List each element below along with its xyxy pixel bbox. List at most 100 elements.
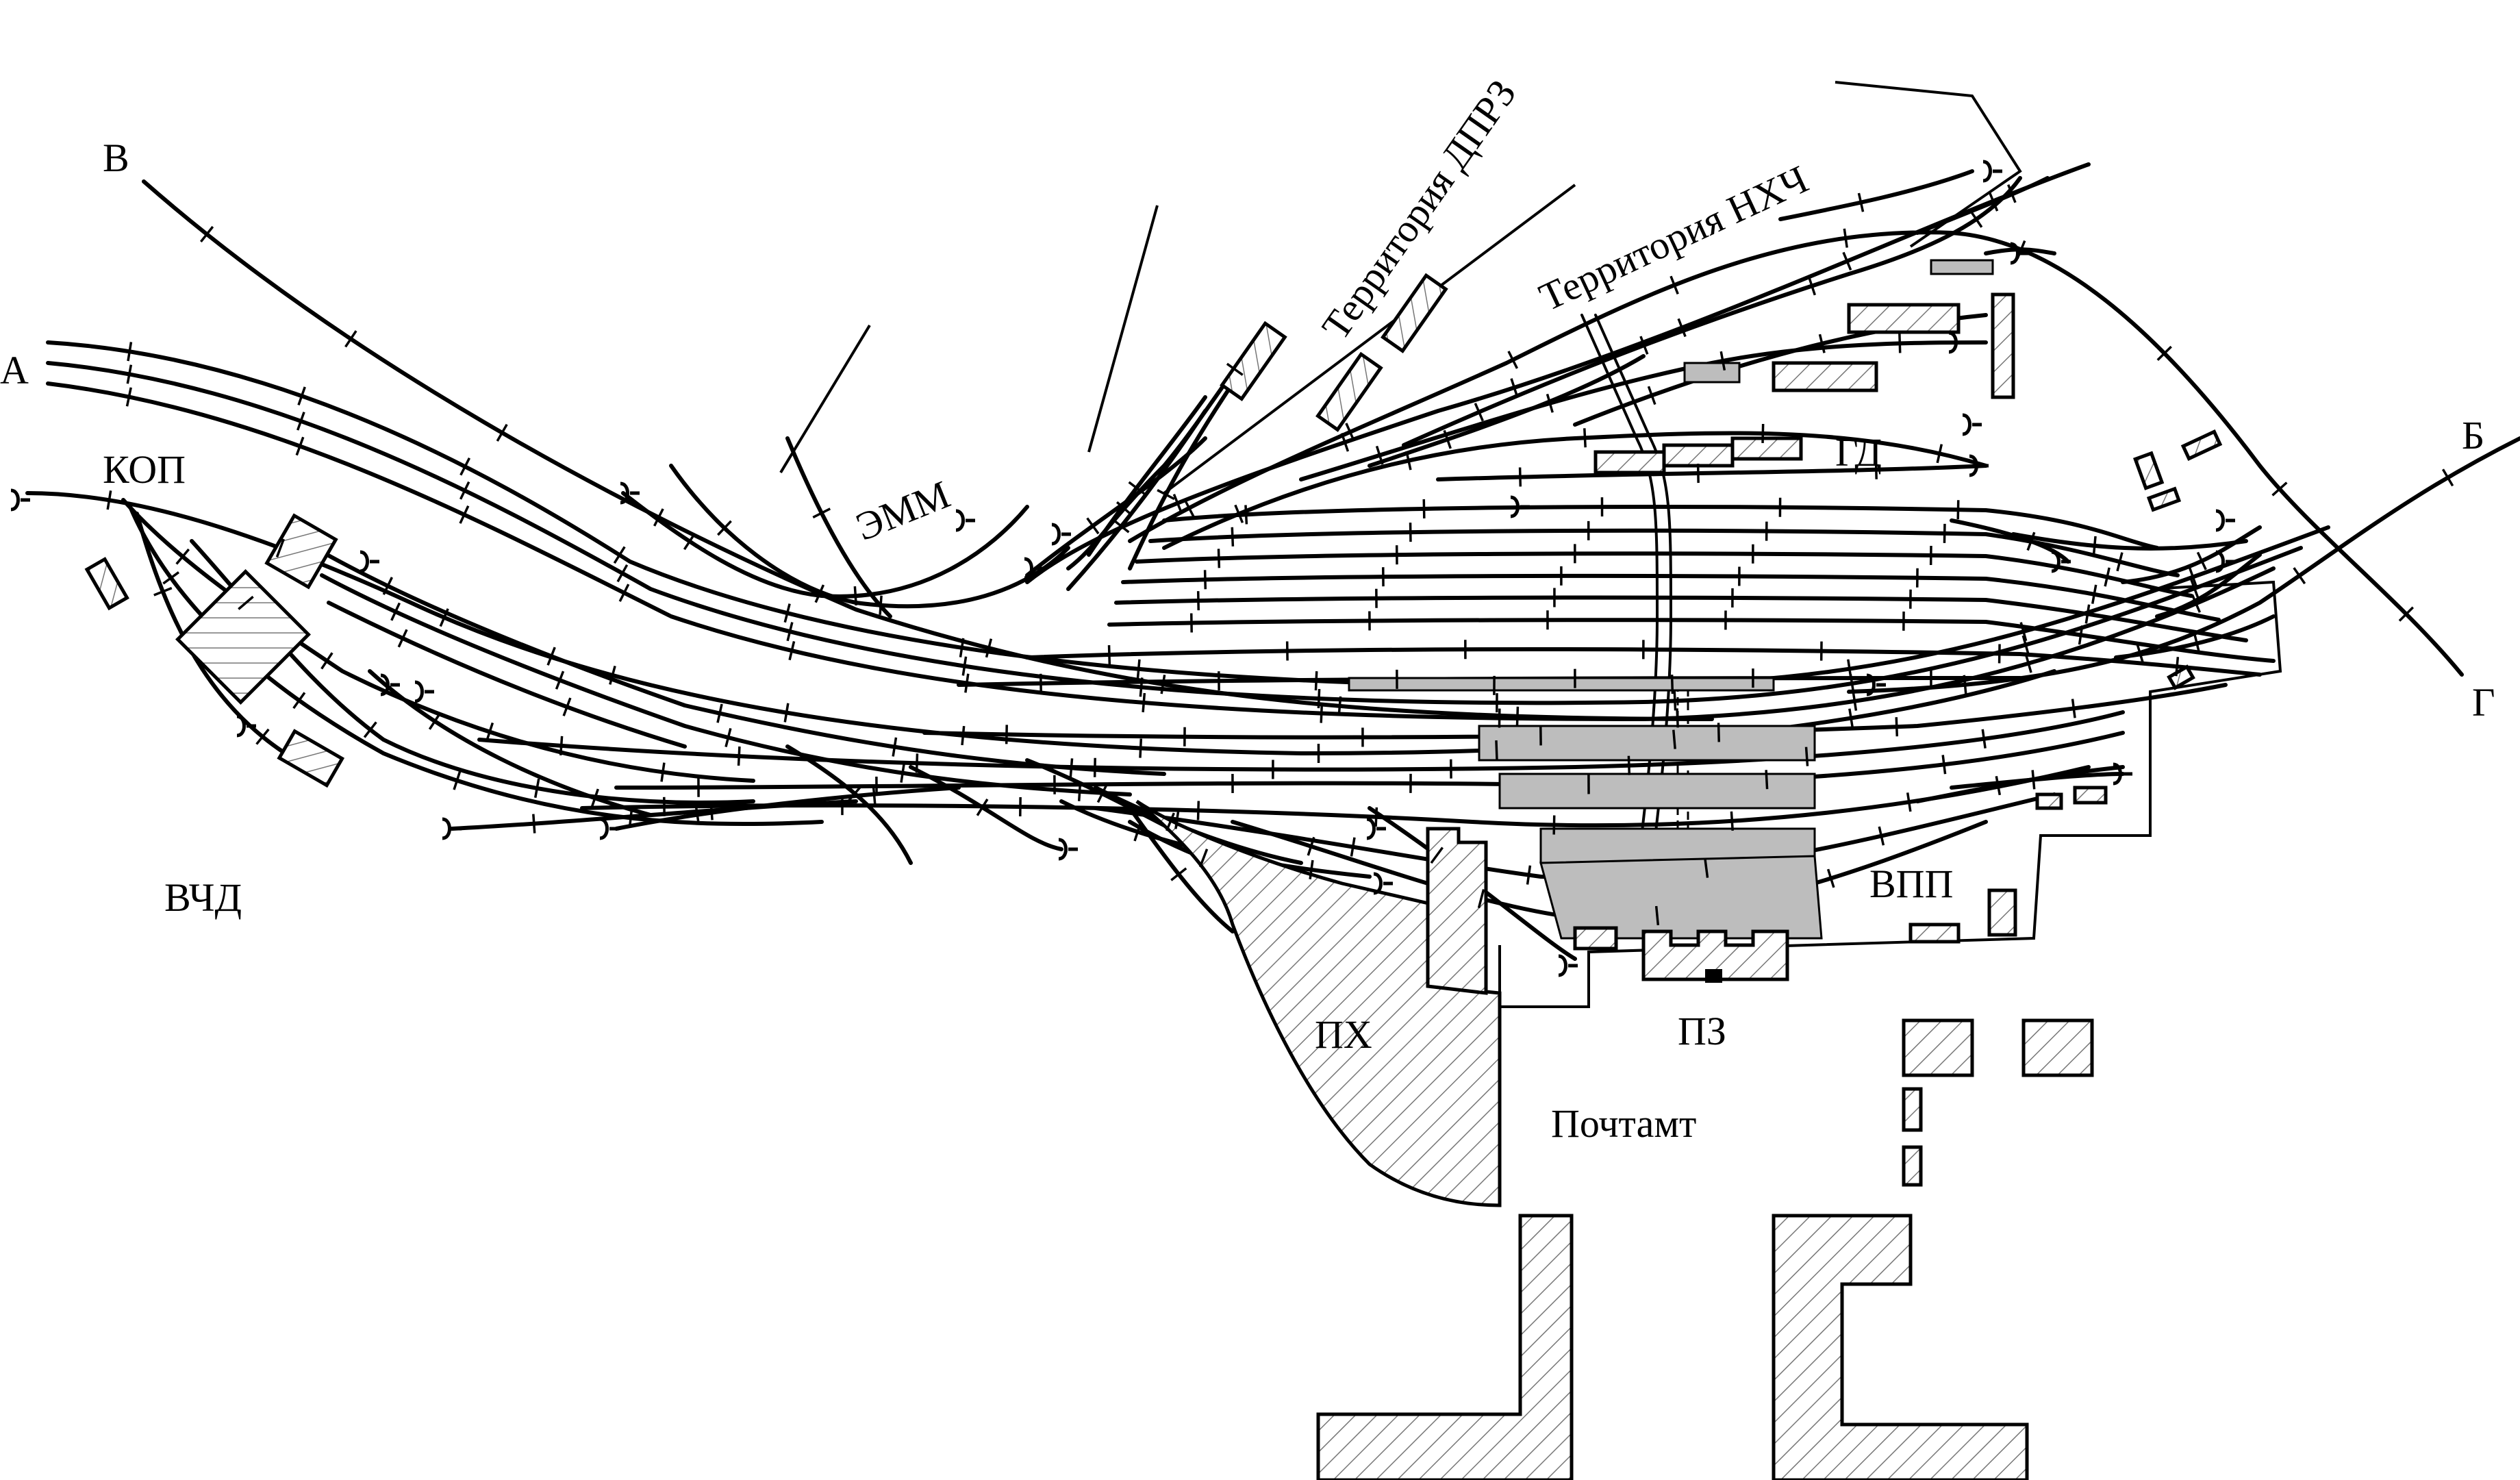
joint-tick [295, 436, 305, 456]
joint-tick [275, 538, 285, 557]
joint-tick [2441, 468, 2454, 487]
label-vpp: ВПП [1869, 862, 1953, 906]
joint-tick [2293, 567, 2306, 585]
building [1847, 303, 1961, 334]
joint-tick [1989, 192, 1999, 212]
platform [1930, 259, 1994, 275]
joint-tick [297, 412, 305, 431]
building [1908, 923, 1961, 944]
building [1987, 888, 2017, 937]
building [1772, 361, 1878, 392]
building [1991, 292, 2015, 399]
joint-tick [1375, 445, 1384, 465]
joint-tick [1198, 849, 1209, 868]
joint-tick [1086, 517, 1100, 535]
building [1573, 926, 1618, 951]
yard-tracks [477, 505, 2276, 961]
joint-tick [1345, 423, 1355, 442]
joint-tick [1096, 784, 1108, 803]
joint-tick [1849, 673, 1855, 694]
joint-tick [106, 490, 112, 510]
joint-tick [985, 638, 993, 658]
platform [1478, 725, 1816, 762]
joint-tick [1647, 386, 1656, 405]
joint-tick [2071, 699, 2076, 718]
joint-tick [2019, 622, 2028, 642]
joint-tick [496, 423, 508, 442]
building [1772, 1214, 2029, 1480]
joint-tick [1443, 429, 1452, 449]
joint-tick [459, 481, 470, 500]
joint-tick [2271, 481, 2288, 497]
joint-tick [1196, 801, 1200, 820]
building [2167, 664, 2195, 690]
joint-tick [2091, 584, 2097, 604]
joint-tick [716, 703, 723, 723]
joint-tick [609, 665, 616, 685]
joint-tick [1113, 519, 1130, 534]
joint-tick [1518, 467, 1522, 487]
joint-tick [2189, 567, 2197, 587]
joint-tick [1670, 275, 1679, 294]
joint-tick [533, 778, 540, 799]
joint-tick [532, 814, 536, 833]
joint-tick [1139, 677, 1144, 697]
joint-tick [1526, 865, 1532, 885]
joint-tick [1818, 334, 1826, 353]
joint-tick [1142, 692, 1146, 713]
building [1902, 1018, 1974, 1077]
platforms [1348, 259, 1994, 940]
joint-tick [1507, 351, 1519, 369]
joint-tick [783, 603, 791, 623]
label-pz: ПЗ [1678, 1009, 1726, 1053]
joint-tick [2175, 657, 2180, 677]
joint-tick [879, 595, 883, 615]
joint-tick [847, 785, 862, 802]
joint-tick [255, 728, 270, 745]
joint-tick [1217, 549, 1221, 568]
joint-tick [786, 622, 794, 642]
label-pochtamt: Почтамт [1551, 1101, 1696, 1146]
building [1220, 321, 1287, 401]
platform [1683, 362, 1741, 384]
joint-tick [1843, 228, 1848, 248]
joint-tick [2026, 531, 2036, 551]
joint-tick [2007, 184, 2017, 203]
joint-tick [1107, 644, 1111, 665]
label-ph: ПХ [1315, 1012, 1372, 1057]
joint-tick [1807, 276, 1817, 296]
joint-tick [694, 805, 701, 825]
building [2146, 486, 2182, 512]
joint-tick [959, 638, 965, 657]
building [2180, 429, 2223, 461]
joint-tick [1069, 758, 1074, 778]
joint-tick [127, 342, 133, 362]
joint-tick [1160, 675, 1166, 694]
joint-tick [961, 725, 966, 746]
building [1662, 443, 1735, 468]
joint-tick [1696, 464, 1700, 484]
joint-tick [397, 629, 408, 648]
joint-tick [1183, 499, 1195, 518]
joint-tick [2190, 579, 2200, 598]
label-v: В [103, 136, 129, 180]
joint-tick [1234, 504, 1244, 523]
joint-tick [900, 763, 905, 783]
joint-tick [660, 762, 666, 782]
joint-tick [1842, 251, 1852, 271]
joint-tick [1804, 747, 1809, 766]
building [1316, 1214, 1574, 1480]
joint-tick [2024, 653, 2032, 673]
depot-tracks [121, 498, 1372, 933]
label-b: Б [2462, 413, 2484, 457]
joint-tick [724, 727, 732, 747]
joint-tick [1730, 811, 1734, 831]
joint-tick [2084, 604, 2091, 624]
building [264, 513, 338, 590]
buildings [84, 273, 2223, 1480]
joint-tick [292, 692, 306, 710]
building [2073, 786, 2108, 805]
joint-tick [1340, 432, 1350, 452]
joint-tick [2104, 567, 2110, 587]
joint-tick [453, 770, 462, 790]
